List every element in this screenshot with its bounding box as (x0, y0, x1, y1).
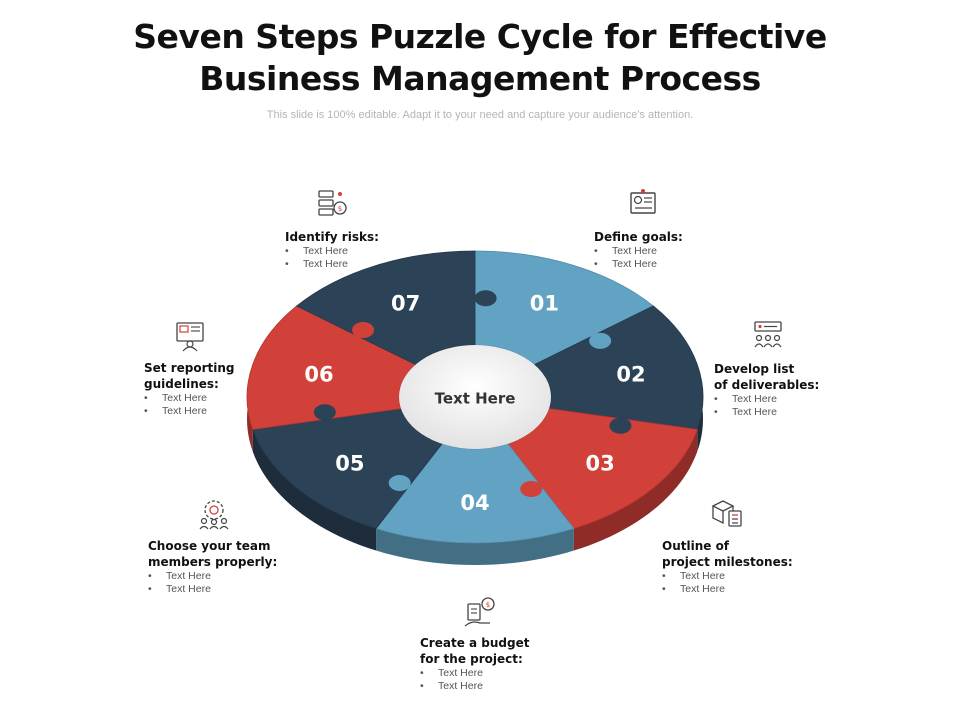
svg-text:$: $ (338, 205, 342, 213)
step-1-bullet-1: Text Here (594, 245, 683, 258)
segment-number-02: 02 (616, 363, 645, 387)
puzzle-tab-06 (352, 322, 375, 339)
segment-side-04 (376, 528, 574, 565)
step-6-heading-line2: guidelines: (144, 377, 219, 391)
puzzle-tabs (313, 290, 632, 497)
step-7-heading: Identify risks: (285, 230, 379, 244)
svg-text:$: $ (486, 601, 490, 609)
segment-number-05: 05 (335, 451, 364, 475)
slide-title-line2: Business Management Process (199, 59, 761, 98)
step-2-bullet-2: Text Here (714, 406, 819, 419)
segment-number-01: 01 (530, 291, 559, 315)
step-5-heading-line1: Choose your team (148, 539, 271, 553)
step-3-heading-line1: Outline of (662, 539, 730, 553)
step-6-label: Set reporting guidelines: Text Here Text… (144, 360, 235, 418)
puzzle-tab-01 (589, 332, 612, 349)
step-7-label: Identify risks: Text Here Text Here (285, 229, 379, 271)
step-5-label: Choose your team members properly: Text … (148, 538, 277, 596)
step-3-label: Outline of project milestones: Text Here… (662, 538, 793, 596)
slide-title-line1: Seven Steps Puzzle Cycle for Effective (133, 17, 827, 56)
step-4-label: Create a budget for the project: Text He… (420, 635, 529, 693)
segment-side-03 (573, 429, 698, 551)
segment-number-06: 06 (304, 363, 333, 387)
team-deliverables-icon (754, 321, 782, 348)
slide-title: Seven Steps Puzzle Cycle for Effective B… (0, 16, 960, 100)
presentation-board-icon (630, 189, 656, 214)
step-2-heading-line2: of deliverables: (714, 378, 820, 392)
step-3-bullet-2: Text Here (662, 583, 793, 596)
team-gears-icon (199, 500, 229, 530)
step-3-bullet-1: Text Here (662, 570, 793, 583)
step-6-bullet-2: Text Here (144, 405, 235, 418)
puzzle-tab-07 (474, 290, 497, 307)
step-7-bullet-1: Text Here (285, 245, 379, 258)
puzzle-tab-03 (520, 480, 543, 497)
step-4-heading-line1: Create a budget (420, 636, 530, 650)
segment-side-05 (252, 429, 377, 551)
puzzle-tops (246, 250, 704, 544)
step-7-bullet-2: Text Here (285, 258, 379, 271)
step-2-bullet-1: Text Here (714, 393, 819, 406)
step-4-bullet-1: Text Here (420, 667, 529, 680)
step-6-heading-line1: Set reporting (144, 361, 235, 375)
report-monitor-icon (176, 322, 204, 352)
puzzle-tab-04 (388, 474, 411, 491)
segment-number-07: 07 (391, 291, 420, 315)
step-5-heading-line2: members properly: (148, 555, 278, 569)
step-4-heading-line2: for the project: (420, 652, 523, 666)
step-1-bullet-2: Text Here (594, 258, 683, 271)
box-checklist-icon (711, 500, 742, 527)
slide-subtitle: This slide is 100% editable. Adapt it to… (266, 109, 694, 121)
center-ellipse (399, 345, 551, 449)
step-1-label: Define goals: Text Here Text Here (594, 229, 683, 271)
segment-numbers: 01 02 03 04 05 06 07 (304, 291, 645, 515)
step-6-bullet-1: Text Here (144, 392, 235, 405)
segment-number-03: 03 (585, 451, 614, 475)
step-5-bullet-2: Text Here (148, 583, 277, 596)
puzzle-tab-05 (313, 404, 336, 421)
step-5-bullet-1: Text Here (148, 570, 277, 583)
center-label: Text Here (435, 390, 516, 408)
budget-hand-icon: $ (464, 597, 495, 627)
puzzle-tab-02 (609, 417, 632, 434)
step-4-bullet-2: Text Here (420, 680, 529, 693)
risk-dollar-icon: $ (318, 190, 347, 216)
segment-number-04: 04 (460, 491, 489, 515)
step-3-heading-line2: project milestones: (662, 555, 793, 569)
step-2-heading-line1: Develop list (714, 362, 795, 376)
step-2-label: Develop list of deliverables: Text Here … (714, 361, 819, 419)
step-1-heading: Define goals: (594, 230, 683, 244)
